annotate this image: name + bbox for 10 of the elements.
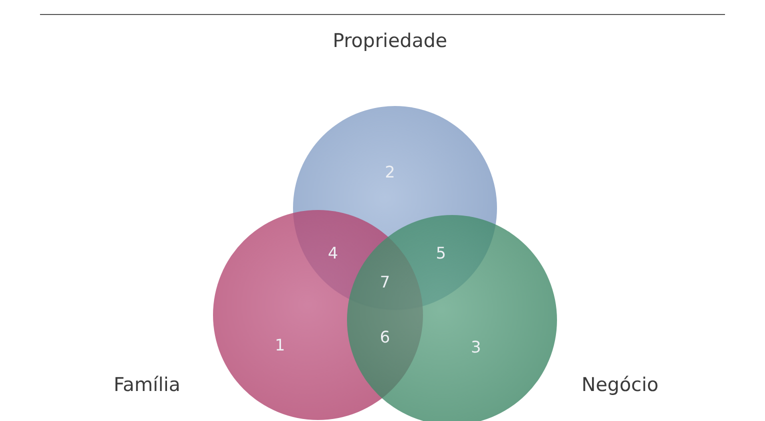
- region-number: 6: [380, 328, 390, 346]
- region-number: 7: [380, 272, 390, 292]
- region-number: 3: [470, 338, 482, 356]
- set-heading: Propriedade: [332, 30, 448, 52]
- region-number: 1: [274, 336, 286, 354]
- region-number: 4: [328, 244, 338, 262]
- set-heading: Família: [114, 374, 180, 396]
- region-number: 5: [436, 244, 446, 262]
- region-number: 2: [384, 162, 396, 182]
- set-heading: Negócio: [582, 374, 658, 396]
